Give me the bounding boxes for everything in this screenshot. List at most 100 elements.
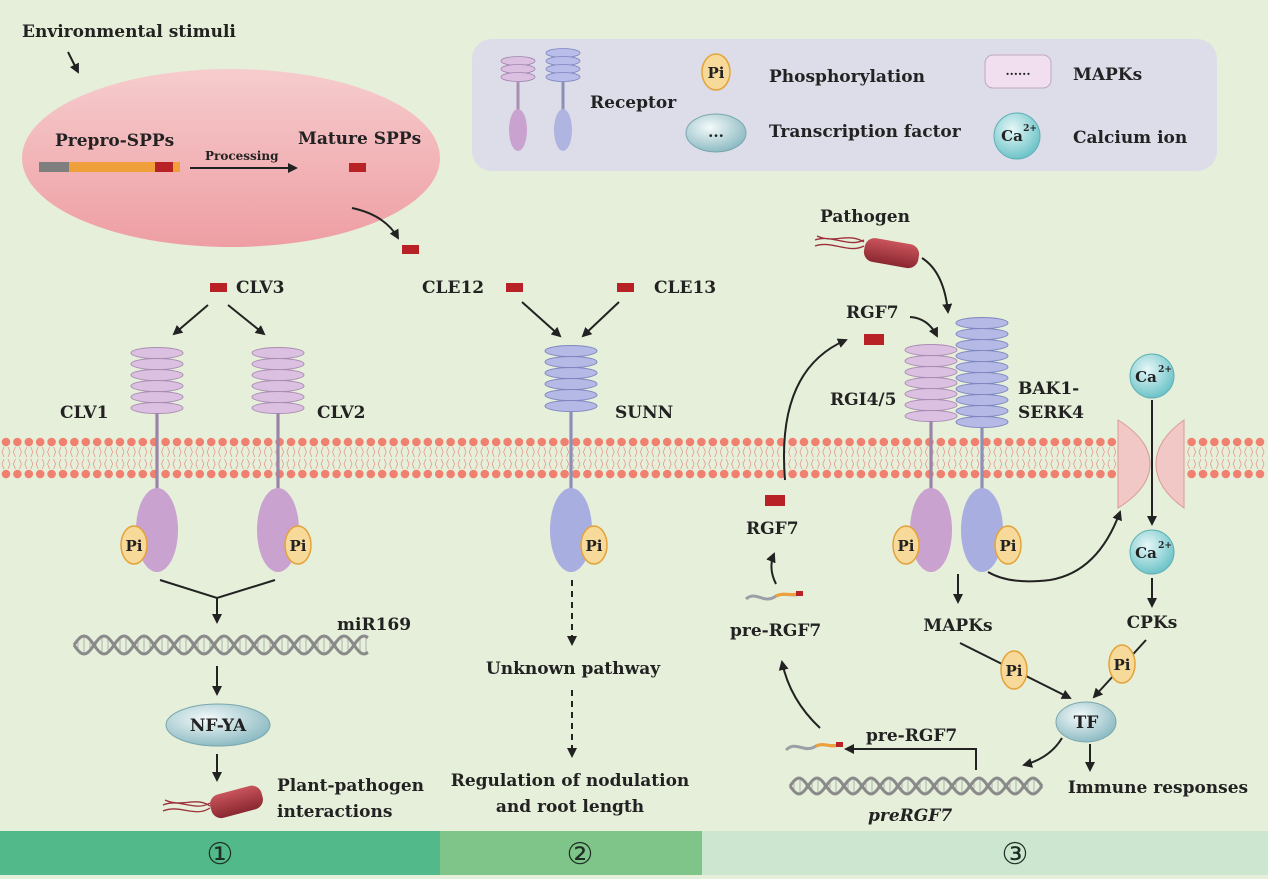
- bak-pi-text: Pi: [1000, 537, 1017, 555]
- cpks-pi-text: Pi: [1114, 656, 1131, 674]
- cell-ellipse: [22, 69, 440, 247]
- prepro-peptide-bar: [39, 162, 180, 172]
- calcium-channel: [1117, 419, 1185, 509]
- sunn-pi-text: Pi: [586, 537, 603, 555]
- clv1-pi-text: Pi: [126, 537, 143, 555]
- legend-tf-label: Transcription factor: [769, 122, 962, 142]
- rgf7-mid-peptide: [765, 495, 785, 506]
- clv2-pi-text: Pi: [290, 537, 307, 555]
- tf-to-gene-arrow: [1022, 737, 1063, 768]
- legend-receptor-purple-icon: [500, 56, 536, 151]
- sunn-label: SUNN: [615, 403, 673, 423]
- plant-pathogen-label-line2: interactions: [277, 802, 392, 822]
- stimuli-arrow: [67, 51, 79, 74]
- clv2-label: CLV2: [317, 403, 366, 423]
- footer-label-1: ①: [207, 837, 234, 872]
- nfya-label: NF-YA: [190, 716, 247, 736]
- clv3-label: CLV3: [236, 278, 285, 298]
- ca-ion-top: Ca 2+: [1129, 353, 1175, 399]
- rgf7-top-peptide: [864, 334, 884, 345]
- pathogen-icon-panel1: [162, 785, 263, 819]
- panel-2: CLE12 CLE13 SUNN Pi Unknown pathway Regu…: [422, 278, 716, 817]
- nodulation-label-line2: and root length: [496, 797, 644, 817]
- plant-pathogen-label-line1: Plant-pathogen: [277, 776, 424, 796]
- nodulation-label-line1: Regulation of nodulation: [451, 771, 690, 791]
- rgf7-binding-arrow: [909, 316, 938, 338]
- clv1-label: CLV1: [60, 403, 109, 423]
- processing-rgf7-arrow: [766, 552, 777, 585]
- ca-ion-bottom: Ca 2+: [1129, 529, 1175, 575]
- cle12-arrow: [521, 301, 562, 338]
- rgi45-receptor: [904, 344, 958, 572]
- mir169-label: miR169: [337, 615, 411, 635]
- secretion-arrow: [351, 207, 399, 240]
- secreted-peptide: [402, 245, 419, 254]
- cle12-peptide: [506, 283, 523, 292]
- pathogen-icon-panel3: [814, 235, 920, 269]
- pre-rgf7-bottom-label: pre-RGF7: [866, 726, 957, 746]
- pre-rgf7-left-label: pre-RGF7: [730, 621, 821, 641]
- footer-bar: ① ② ③: [0, 831, 1268, 875]
- tf-label: TF: [1074, 713, 1099, 733]
- unknown-pathway-label: Unknown pathway: [486, 659, 661, 679]
- rgi-pi-badge: Pi: [892, 525, 920, 565]
- cpks-label: CPKs: [1127, 613, 1178, 633]
- bak-pi-badge: Pi: [994, 525, 1022, 565]
- clv2-receptor: [251, 347, 305, 572]
- legend-tf-dots: ...: [708, 123, 724, 141]
- clv2-pi-badge: Pi: [284, 525, 312, 565]
- legend-phosphorylation-label: Phosphorylation: [769, 67, 925, 87]
- legend-receptor-blue-icon: [545, 48, 581, 151]
- cle13-label: CLE13: [654, 278, 716, 298]
- immune-responses-label: Immune responses: [1068, 778, 1248, 798]
- mature-peptide: [349, 163, 366, 172]
- ca-bottom-symbol: Ca: [1135, 544, 1157, 562]
- legend-receptor-label: Receptor: [590, 93, 677, 113]
- bak-to-channel-arrow: [987, 510, 1122, 583]
- mapks-label: MAPKs: [923, 616, 992, 636]
- prergf7-gene-dna: [788, 776, 1044, 796]
- cle13-arrow: [581, 301, 620, 338]
- clv3-to-clv2-arrow: [227, 304, 266, 336]
- clv-convergence-arrow: [159, 579, 276, 622]
- clv3-peptide: [210, 283, 227, 292]
- mir169-dna: [72, 634, 369, 656]
- ca-bottom-charge: 2+: [1158, 541, 1172, 551]
- legend-ca-charge: 2+: [1023, 124, 1037, 134]
- cle13-peptide: [617, 283, 634, 292]
- pathogen-label: Pathogen: [820, 207, 910, 227]
- legend: Receptor Pi Phosphorylation ... Transcri…: [472, 39, 1217, 171]
- cpks-pi-badge: Pi: [1108, 644, 1136, 684]
- legend-calcium-label: Calcium ion: [1073, 128, 1187, 148]
- legend-mapks-icon: ......: [984, 54, 1052, 89]
- legend-mapks-dots: ......: [1005, 64, 1030, 78]
- footer-label-2: ②: [567, 837, 594, 872]
- rgf7-top-label: RGF7: [846, 303, 899, 323]
- bak1-serk4-receptor: [955, 317, 1009, 572]
- footer-label-3: ③: [1002, 837, 1029, 872]
- nfya-node: NF-YA: [165, 703, 271, 747]
- mapks-pi-badge: Pi: [1000, 650, 1028, 690]
- legend-pi-symbol: Pi: [708, 64, 725, 82]
- bak1-label: BAK1-: [1018, 379, 1079, 399]
- processing-label: Processing: [205, 149, 279, 163]
- footer-section-1: [0, 831, 440, 875]
- clv3-to-clv1-arrow: [172, 304, 209, 336]
- clv1-pi-badge: Pi: [120, 525, 148, 565]
- prergf7-gene-label: preRGF7: [868, 806, 952, 826]
- panel-3: Pathogen RGF7 RGI4/5 BAK1- SERK4 Pi Pi: [730, 207, 1248, 826]
- serk4-label: SERK4: [1018, 403, 1084, 423]
- mature-spps-label: Mature SPPs: [298, 129, 421, 149]
- sunn-pi-badge: Pi: [580, 525, 608, 565]
- prepro-spps-label: Prepro-SPPs: [55, 131, 174, 151]
- legend-pi-icon: Pi: [701, 53, 731, 91]
- pre-rgf7-up-arrow: [778, 660, 821, 729]
- ca-top-symbol: Ca: [1135, 368, 1157, 386]
- ca-top-charge: 2+: [1158, 365, 1172, 375]
- legend-mapks-label: MAPKs: [1073, 65, 1142, 85]
- legend-tf-icon: ...: [685, 113, 747, 153]
- pathogen-arrow: [921, 257, 953, 314]
- rgi45-label: RGI4/5: [830, 390, 896, 410]
- legend-calcium-icon: Ca 2+: [993, 112, 1041, 160]
